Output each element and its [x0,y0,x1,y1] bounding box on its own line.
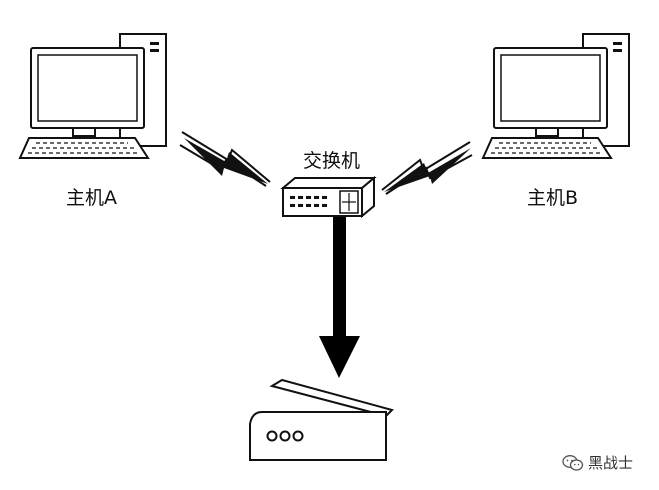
watermark: 黑战士 [562,452,633,473]
host-a-computer-icon [18,33,167,159]
switch-label: 交换机 [303,150,361,172]
wireless-link-b-icon [381,141,473,195]
wechat-icon [562,454,584,471]
printer-scanner-icon [249,378,394,461]
wireless-link-a-icon [179,131,271,187]
host-a-label: 主机A [66,187,117,209]
network-switch-icon [280,175,377,219]
arrow-to-printer-icon [319,217,360,378]
watermark-text: 黑战士 [588,454,634,472]
host-b-label: 主机B [527,187,579,209]
host-b-computer-icon [481,33,630,159]
